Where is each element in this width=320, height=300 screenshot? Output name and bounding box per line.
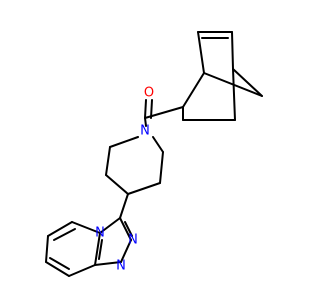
carbonyl-group: O — [144, 86, 184, 127]
bond — [49, 257, 70, 270]
norbornene-fragment — [182, 31, 263, 121]
bond — [98, 239, 103, 260]
bond — [94, 232, 101, 266]
bond — [68, 264, 96, 277]
molecule-structure: O N — [45, 31, 263, 277]
bond — [232, 68, 263, 97]
bond — [124, 221, 133, 237]
bond — [127, 182, 161, 195]
bond — [144, 99, 147, 119]
bond — [119, 193, 129, 219]
bond — [119, 217, 132, 241]
bond — [99, 217, 121, 234]
bond — [159, 151, 164, 184]
bond — [120, 239, 132, 263]
bond — [144, 117, 147, 127]
triazole-nitrogen-label-upper: N — [128, 233, 138, 248]
bond — [105, 174, 129, 195]
bond — [197, 31, 205, 74]
piperidine-ring: N — [105, 124, 164, 195]
bond — [45, 261, 70, 277]
bond — [94, 261, 122, 266]
bond — [182, 72, 205, 108]
bridgehead-nitrogen-label: N — [95, 226, 105, 241]
bond — [53, 228, 76, 241]
bond — [232, 68, 236, 121]
bond — [109, 136, 139, 148]
triazolopyridine-system: N N N — [45, 217, 138, 277]
oxygen-label: O — [144, 86, 154, 101]
bond — [47, 221, 73, 237]
bond — [152, 136, 164, 153]
bond — [71, 221, 101, 234]
piperidine-nitrogen-label: N — [140, 124, 150, 139]
structure-canvas: O N — [45, 31, 263, 277]
bond — [45, 235, 49, 263]
bond — [231, 31, 234, 70]
bond — [105, 146, 111, 176]
triazole-nitrogen-label-lower: N — [116, 259, 126, 274]
bond — [150, 99, 153, 119]
